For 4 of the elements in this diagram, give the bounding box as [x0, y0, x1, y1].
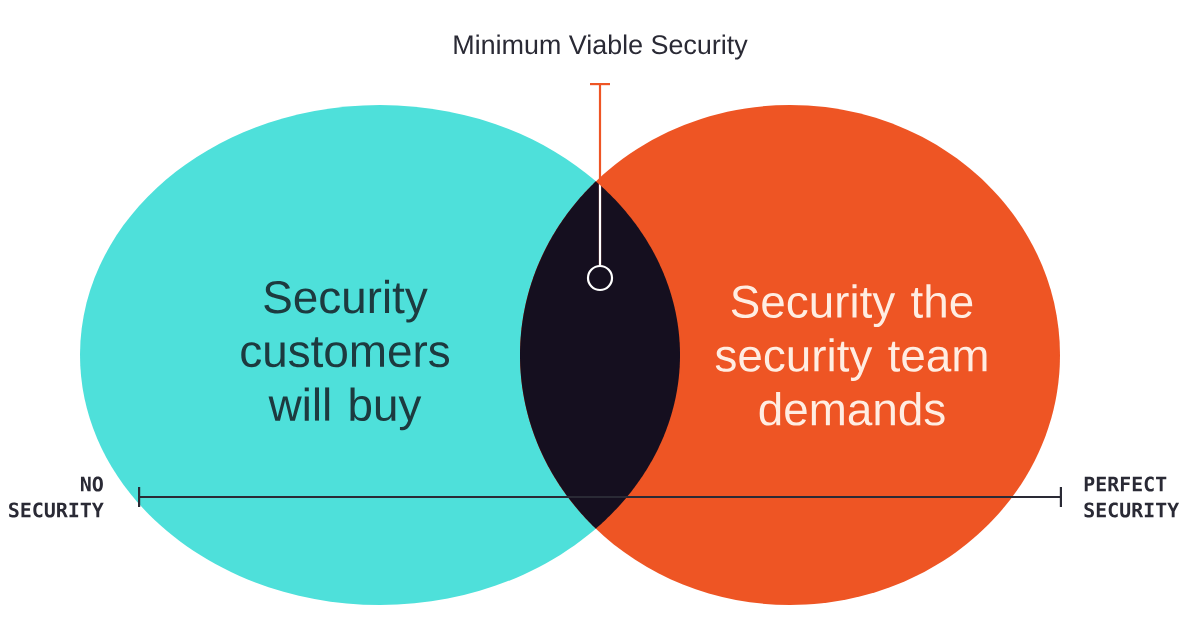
scale-end-label: PERFECT SECURITY: [1084, 476, 1180, 518]
overlap-region: [520, 181, 680, 529]
leader-line: [586, 83, 614, 292]
title: Minimum Viable Security: [454, 34, 748, 60]
